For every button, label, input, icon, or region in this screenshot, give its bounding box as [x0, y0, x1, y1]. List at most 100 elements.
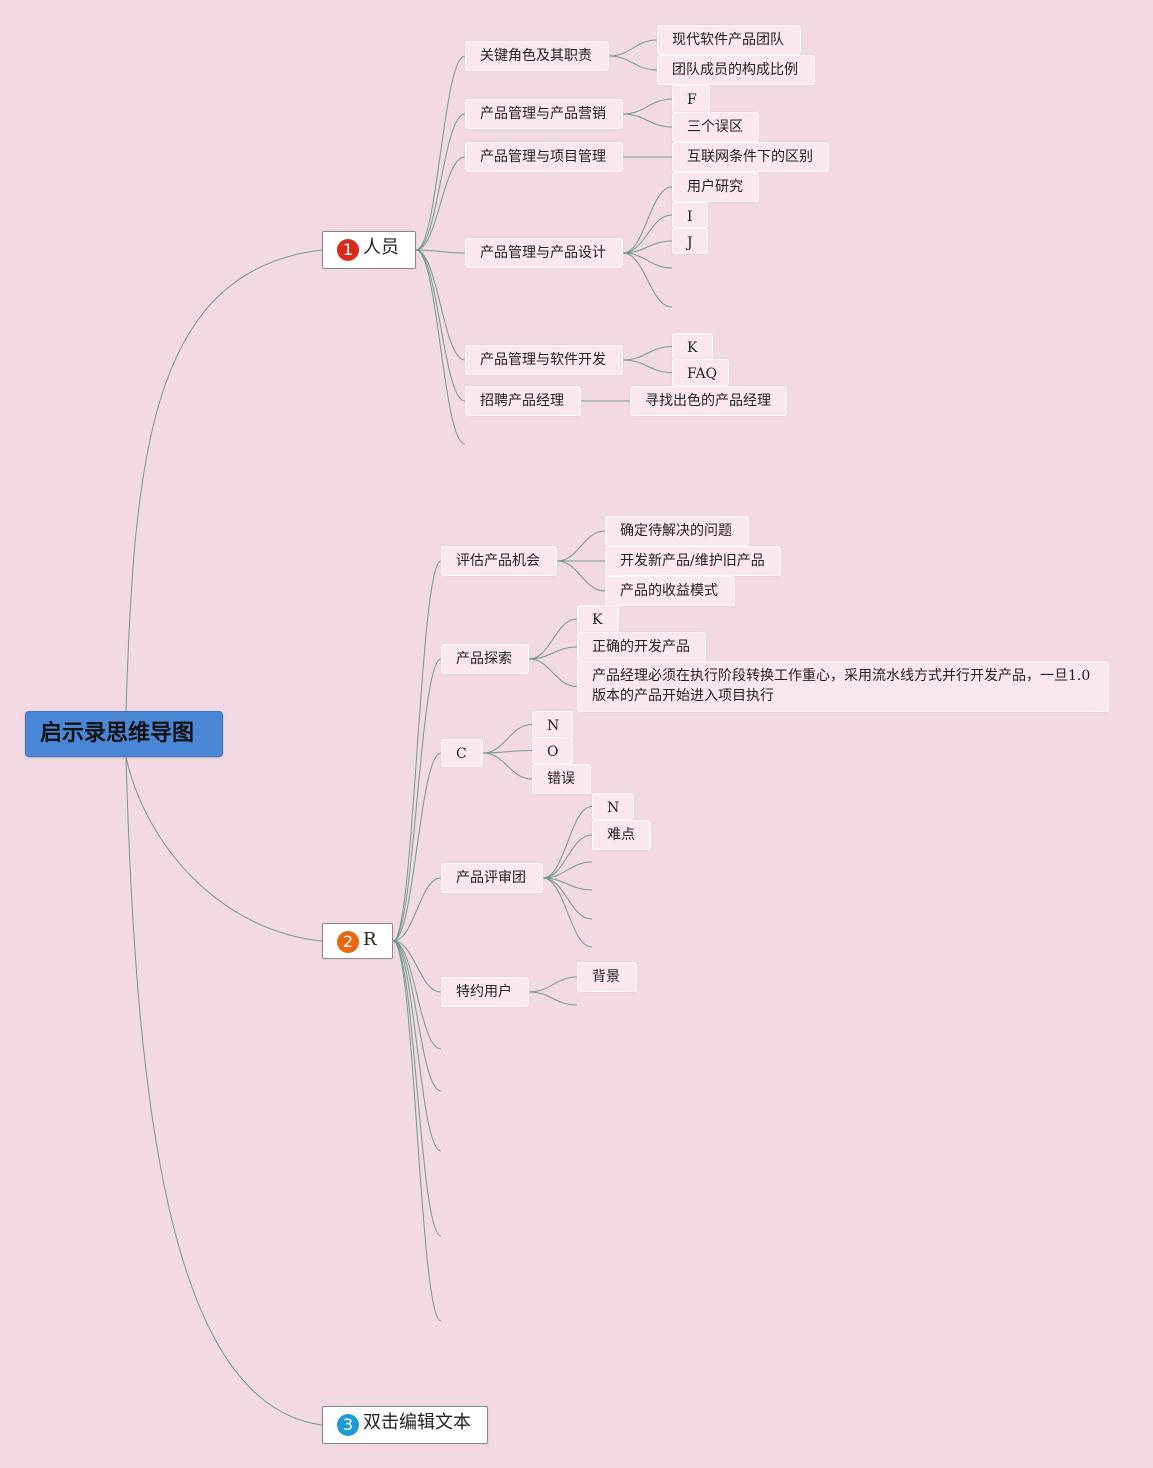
topic-label: 招聘产品经理 — [480, 393, 564, 409]
topic-node[interactable]: 关键角色及其职责 — [465, 41, 609, 71]
connector-line — [415, 113, 466, 251]
topic-node[interactable]: 产品管理与项目管理 — [465, 142, 623, 172]
subtopic-label: F — [687, 92, 697, 108]
topic-node[interactable]: 招聘产品经理 — [465, 386, 581, 416]
branch-label: 双击编辑文本 — [363, 1412, 471, 1433]
subtopic-label: FAQ — [687, 366, 718, 382]
subtopic-node[interactable]: 背景 — [577, 962, 637, 992]
subtopic-label: 错误 — [547, 771, 575, 787]
topic-label: 产品评审团 — [456, 870, 526, 886]
connector-line — [622, 98, 673, 115]
root-node[interactable]: 启示录思维导图 — [25, 711, 223, 757]
empty-connector-line — [542, 877, 593, 920]
connector-line — [556, 560, 606, 592]
subtopic-node[interactable]: I — [672, 202, 708, 228]
subtopic-node[interactable]: N — [532, 711, 573, 738]
branch-label: R — [363, 929, 377, 950]
empty-connector-line — [392, 940, 442, 1152]
empty-connector-line — [542, 861, 593, 879]
empty-connector-line — [392, 940, 442, 1237]
number-badge-3: 3 — [337, 1414, 359, 1436]
subtopic-node[interactable]: 难点 — [592, 820, 651, 850]
connector-line — [528, 658, 578, 687]
connector-line — [415, 249, 466, 254]
connector-line — [622, 346, 673, 361]
root-label: 启示录思维导图 — [40, 721, 195, 746]
connector-line — [415, 55, 466, 251]
connector-line — [622, 240, 673, 254]
subtopic-node[interactable]: N — [592, 793, 634, 820]
topic-node[interactable]: 产品评审团 — [441, 863, 543, 893]
connector-line — [392, 877, 442, 942]
subtopic-label: K — [687, 340, 698, 356]
topic-node[interactable]: C — [441, 739, 483, 767]
topic-node[interactable]: 产品探索 — [441, 644, 529, 674]
subtopic-node[interactable]: 产品的收益模式 — [605, 576, 735, 606]
empty-connector-line — [392, 940, 442, 1322]
number-badge-1: 1 — [337, 239, 359, 261]
subtopic-node[interactable]: 三个误区 — [672, 112, 759, 142]
subtopic-node[interactable]: J — [672, 228, 708, 254]
subtopic-node[interactable]: 确定待解决的问题 — [605, 516, 749, 546]
subtopic-label: 产品经理必须在执行阶段转换工作重心，采用流水线方式并行开发产品，一旦1.0版本的… — [592, 668, 1091, 704]
connector-line — [482, 750, 533, 754]
subtopic-node[interactable]: 团队成员的构成比例 — [657, 55, 815, 85]
topic-label: 产品管理与产品设计 — [480, 245, 606, 261]
topic-label: 特约用户 — [456, 984, 512, 1000]
topic-label: 评估产品机会 — [456, 553, 540, 569]
topic-label: 关键角色及其职责 — [480, 48, 592, 64]
connector-line — [415, 156, 466, 251]
subtopic-node[interactable]: 互联网条件下的区别 — [672, 142, 829, 172]
topic-node[interactable]: 特约用户 — [441, 977, 529, 1007]
topic-node[interactable]: 产品管理与产品设计 — [465, 238, 623, 268]
connector-line — [392, 752, 442, 942]
topic-label: 产品管理与产品营销 — [480, 106, 606, 122]
subtopic-node[interactable]: 正确的开发产品 — [577, 632, 706, 662]
subtopic-label: 团队成员的构成比例 — [672, 62, 798, 78]
connector-line — [622, 214, 673, 254]
empty-connector-line — [542, 877, 593, 948]
topic-node[interactable]: 产品管理与软件开发 — [465, 345, 623, 375]
subtopic-label: I — [687, 209, 693, 225]
topic-label: 产品管理与软件开发 — [480, 352, 606, 368]
subtopic-label: J — [687, 235, 693, 251]
subtopic-node[interactable]: K — [577, 605, 619, 633]
subtopic-node[interactable]: O — [532, 737, 573, 764]
connector-line — [392, 658, 442, 942]
subtopic-node[interactable]: FAQ — [672, 359, 729, 386]
empty-connector-line — [528, 991, 578, 1006]
subtopic-node[interactable]: 错误 — [532, 764, 591, 794]
subtopic-node[interactable]: F — [672, 85, 710, 113]
connector-line — [528, 646, 578, 660]
root-connector-line — [125, 756, 323, 1426]
connector-line — [392, 940, 442, 993]
connector-line — [542, 834, 593, 879]
empty-connector-line — [622, 252, 673, 308]
subtopic-node[interactable]: 寻找出色的产品经理 — [630, 386, 787, 416]
root-connector-line — [125, 756, 323, 942]
subtopic-node[interactable]: K — [672, 333, 713, 360]
subtopic-label: 背景 — [592, 969, 620, 985]
subtopic-node-long-text[interactable]: 产品经理必须在执行阶段转换工作重心，采用流水线方式并行开发产品，一旦1.0版本的… — [577, 661, 1109, 712]
empty-connector-line — [415, 249, 466, 445]
subtopic-label: 三个误区 — [687, 119, 743, 135]
empty-connector-line — [392, 940, 442, 1050]
topic-node[interactable]: 评估产品机会 — [441, 546, 557, 576]
subtopic-label: 用户研究 — [687, 179, 743, 195]
connector-line — [415, 249, 466, 361]
subtopic-label: 正确的开发产品 — [592, 639, 690, 655]
topic-node[interactable]: 产品管理与产品营销 — [465, 99, 623, 129]
topic-label: 产品管理与项目管理 — [480, 149, 606, 165]
subtopic-node[interactable]: 现代软件产品团队 — [657, 25, 801, 55]
subtopic-label: 难点 — [607, 827, 635, 843]
subtopic-node[interactable]: 用户研究 — [672, 172, 759, 202]
root-connector-line — [125, 249, 323, 712]
subtopic-label: 寻找出色的产品经理 — [645, 393, 771, 409]
connector-line — [528, 618, 578, 660]
connector-line — [392, 560, 442, 942]
subtopic-node[interactable]: 开发新产品/维护旧产品 — [605, 546, 781, 576]
